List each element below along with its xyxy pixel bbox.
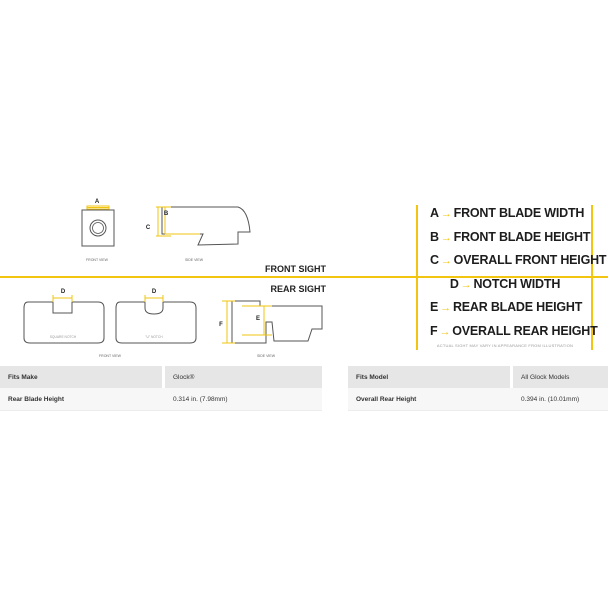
diagram-canvas: A FRONT VIEW B C SIDE VIEW FRONT SIGHT R…: [0, 199, 608, 358]
rear-sight-u-notch: [115, 295, 197, 344]
rear-sight-title: REAR SIGHT: [270, 284, 326, 294]
rear-sight-side-view: [222, 300, 323, 344]
table-header-row: Fits Model All Glock Models: [348, 366, 608, 388]
legend-letter: A: [430, 206, 439, 220]
dimension-d-u-label: D: [152, 289, 157, 295]
sight-dimension-diagram: A FRONT VIEW B C SIDE VIEW FRONT SIGHT R…: [0, 199, 608, 358]
column-separator: [510, 388, 513, 411]
column-separator: [162, 366, 165, 388]
legend-letter: D: [449, 276, 459, 291]
legend-item-d: D→NOTCH WIDTH: [430, 273, 580, 297]
overall-rear-height-label: Overall Rear Height: [348, 388, 510, 411]
dimension-d-square-label: D: [61, 289, 66, 295]
legend-item-a: A→FRONT BLADE WIDTH: [430, 202, 584, 226]
rear-sight-front-view-caption: FRONT VIEW: [99, 354, 122, 358]
fits-model-value: All Glock Models: [513, 366, 608, 388]
fits-make-value: Glock®: [165, 366, 322, 388]
legend-label: OVERALL REAR HEIGHT: [452, 323, 598, 338]
arrow-icon: →: [439, 325, 451, 338]
legend-label: OVERALL FRONT HEIGHT: [453, 253, 607, 267]
front-sight-side-view-caption: SIDE VIEW: [185, 258, 204, 262]
fits-model-label: Fits Model: [348, 366, 510, 388]
legend-letter: B: [430, 229, 439, 244]
dimension-a-label: A: [95, 199, 100, 205]
table-header-row: Fits Make Glock®: [0, 366, 322, 388]
front-sight-front-view: [81, 205, 115, 247]
legend-letter: C: [430, 253, 439, 267]
front-sight-title: FRONT SIGHT: [265, 264, 326, 274]
arrow-icon: →: [440, 208, 452, 220]
legend-item-b: B→FRONT BLADE HEIGHT: [430, 226, 591, 250]
legend-item-e: E→REAR BLADE HEIGHT: [430, 296, 583, 320]
column-separator: [162, 388, 165, 411]
arrow-icon: →: [440, 302, 451, 314]
dimension-c-label: C: [146, 225, 151, 231]
column-separator: [510, 366, 513, 388]
front-sight-front-view-caption: FRONT VIEW: [86, 258, 109, 262]
legend-label: FRONT BLADE HEIGHT: [453, 229, 591, 244]
arrow-icon: →: [440, 231, 452, 244]
fits-make-label: Fits Make: [0, 366, 162, 388]
u-notch-caption: "U" NOTCH: [145, 335, 163, 339]
specs-table-left: Fits Make Glock® Rear Blade Height 0.314…: [0, 366, 322, 411]
legend-label: FRONT BLADE WIDTH: [453, 206, 585, 220]
dimension-e-label: E: [256, 316, 260, 322]
legend-item-f: F→OVERALL REAR HEIGHT: [430, 320, 598, 344]
arrow-icon: →: [440, 255, 452, 267]
front-sight-side-view: [156, 206, 251, 246]
legend-label: REAR BLADE HEIGHT: [452, 300, 583, 314]
table-row: Rear Blade Height 0.314 in. (7.98mm): [0, 388, 322, 411]
dimension-b-label: B: [164, 211, 169, 217]
legend-letter: F: [430, 323, 438, 338]
rear-sight-side-view-caption: SIDE VIEW: [257, 354, 276, 358]
dimension-f-label: F: [219, 322, 223, 328]
dimension-legend: A→FRONT BLADE WIDTH B→FRONT BLADE HEIGHT…: [430, 202, 607, 348]
table-row: Overall Rear Height 0.394 in. (10.01mm): [348, 388, 608, 411]
rear-sight-square-notch: [23, 295, 105, 344]
square-notch-caption: SQUARE NOTCH: [50, 335, 77, 339]
legend-letter: E: [430, 300, 439, 314]
arrow-icon: →: [460, 278, 472, 291]
legend-item-c: C→OVERALL FRONT HEIGHT: [430, 249, 607, 273]
rear-blade-height-value: 0.314 in. (7.98mm): [165, 388, 322, 411]
specs-table-right: Fits Model All Glock Models Overall Rear…: [348, 366, 608, 411]
overall-rear-height-value: 0.394 in. (10.01mm): [513, 388, 608, 411]
legend-disclaimer: ACTUAL SIGHT MAY VARY IN APPEARANCE FROM…: [436, 343, 574, 348]
rear-blade-height-label: Rear Blade Height: [0, 388, 162, 411]
legend-label: NOTCH WIDTH: [473, 276, 561, 291]
